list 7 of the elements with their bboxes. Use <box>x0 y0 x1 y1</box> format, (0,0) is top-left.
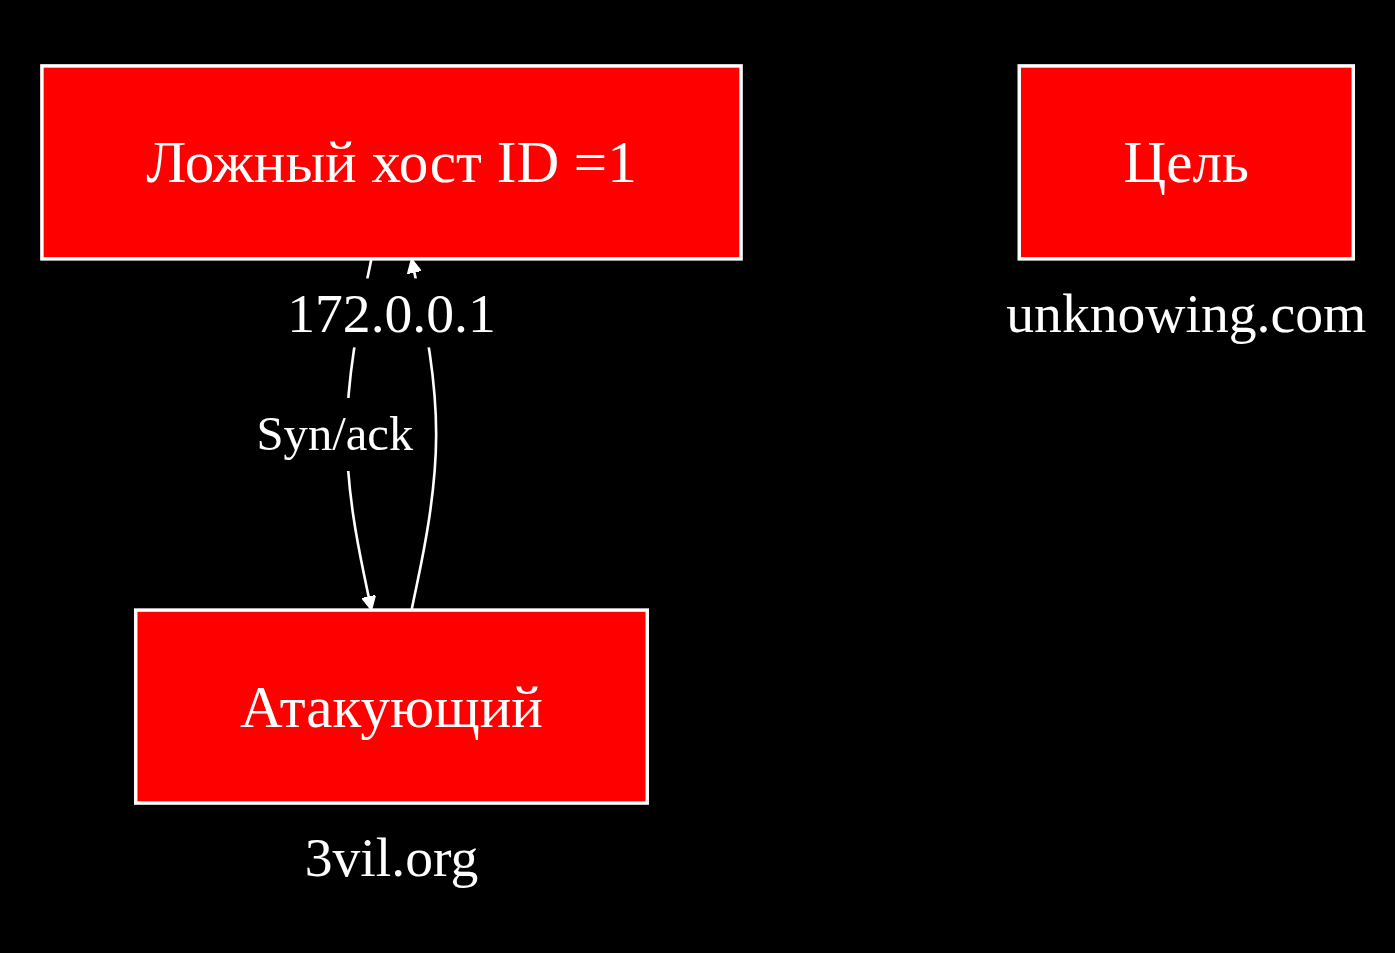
node-box: Цель <box>1017 64 1355 261</box>
node-box: Атакующий <box>133 608 649 806</box>
node-label: unknowing.com <box>1006 282 1367 345</box>
edge-label: Syn/ack <box>256 406 414 461</box>
node-label: 172.0.0.1 <box>287 282 496 345</box>
node-box: Ложный хост ID =1 <box>40 64 743 261</box>
node-label: 3vil.org <box>304 826 479 889</box>
